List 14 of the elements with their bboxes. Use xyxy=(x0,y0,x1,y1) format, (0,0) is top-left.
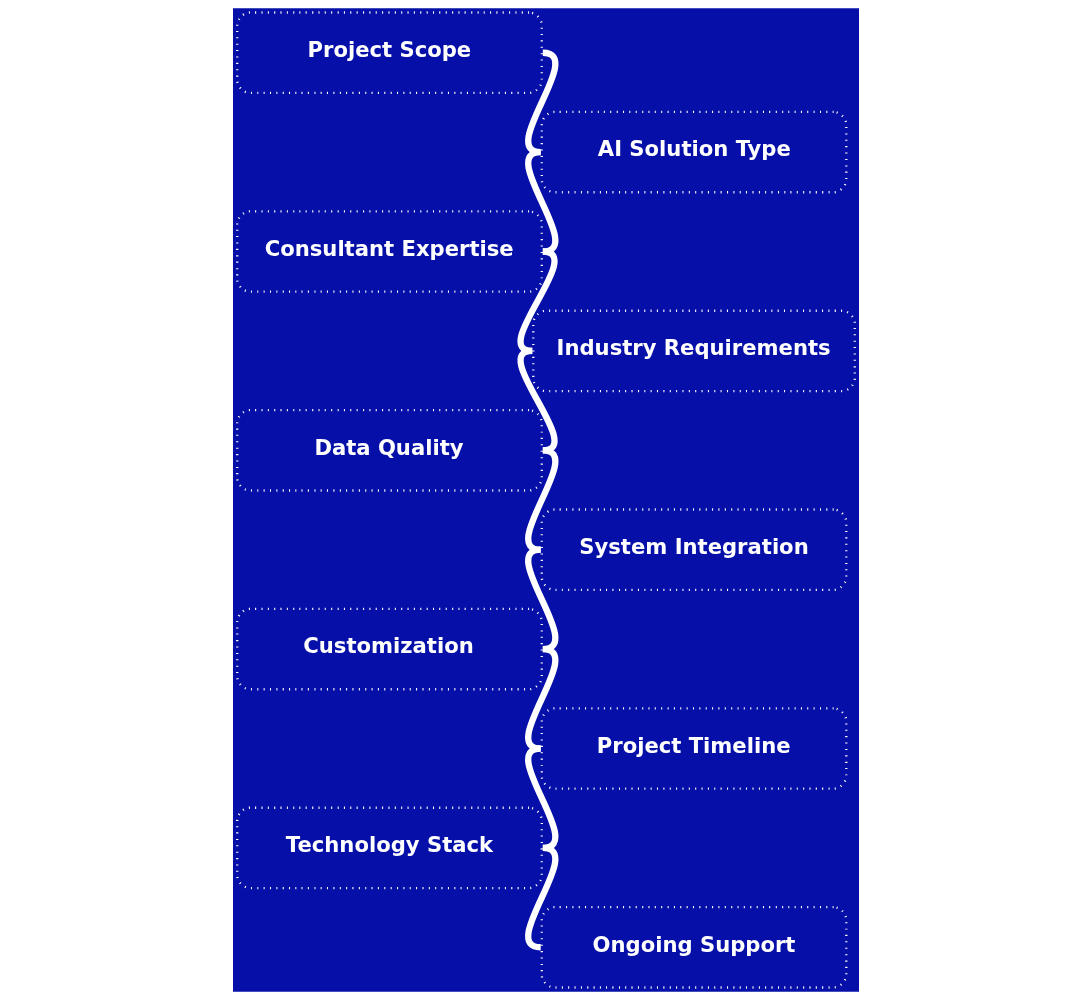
connector xyxy=(524,844,558,951)
connector xyxy=(517,248,558,354)
node-box: Customization xyxy=(235,607,543,691)
node-box: Technology Stack xyxy=(235,806,543,890)
connector xyxy=(524,745,558,851)
node-box: Ongoing Support xyxy=(540,905,847,989)
node-box: AI Solution Type xyxy=(540,110,847,194)
node-box: Industry Requirements xyxy=(531,309,856,393)
connector xyxy=(524,447,558,553)
node-box: Project Scope xyxy=(235,11,543,95)
node-box: System Integration xyxy=(540,508,847,592)
node-box: Project Timeline xyxy=(540,707,847,790)
node-box: Consultant Expertise xyxy=(235,210,543,293)
node-box: Data Quality xyxy=(235,408,543,492)
